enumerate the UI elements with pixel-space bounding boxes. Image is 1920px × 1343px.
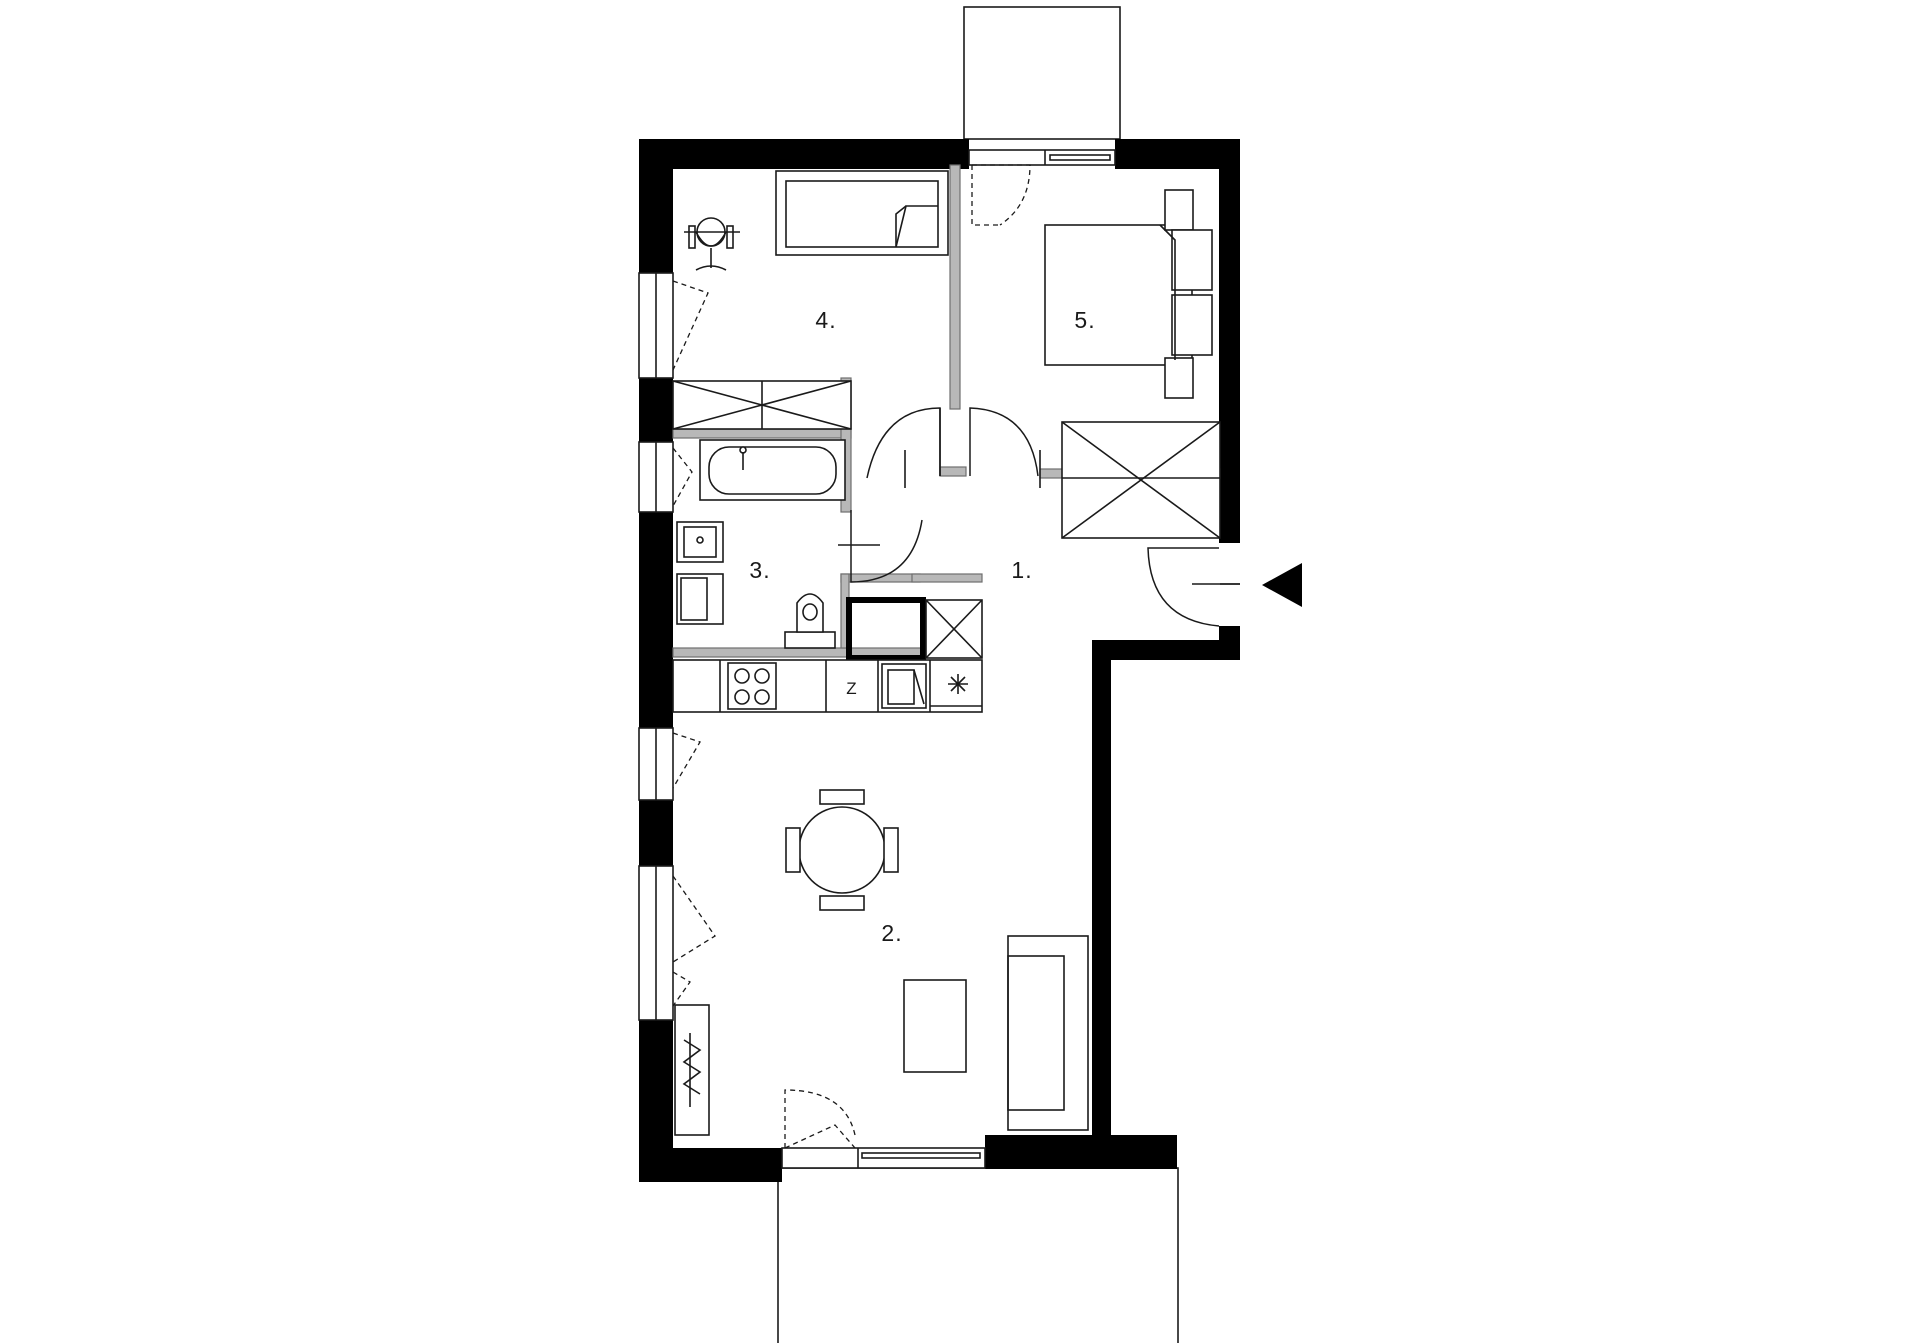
room-label-3: 3.: [749, 557, 770, 583]
kitchen-counter: Z: [672, 659, 983, 713]
fridge-mark: Z: [846, 679, 857, 698]
room-5-furniture: [1044, 189, 1221, 539]
room-4-furniture: [672, 170, 949, 430]
windows-left: [638, 272, 716, 1021]
room-label-5: 5.: [1074, 307, 1095, 333]
interior-doors: [838, 407, 1240, 627]
room-label-4: 4.: [815, 307, 836, 333]
room-label-2: 2.: [881, 920, 902, 946]
top-balcony: [963, 6, 1121, 140]
room-2-furniture: [674, 789, 1089, 1136]
room-3-furniture: [676, 439, 983, 661]
room-labels: 1. 2. 3. 4. 5.: [749, 307, 1095, 946]
asterisk-icon: [948, 674, 968, 694]
top-balcony-door: [968, 149, 1116, 226]
bottom-balcony-door: [781, 1089, 986, 1169]
entrance-arrow-icon: [1262, 563, 1302, 607]
room-label-1: 1.: [1011, 557, 1032, 583]
outer-walls: [639, 139, 1240, 1182]
bottom-balcony: [777, 1167, 1179, 1343]
